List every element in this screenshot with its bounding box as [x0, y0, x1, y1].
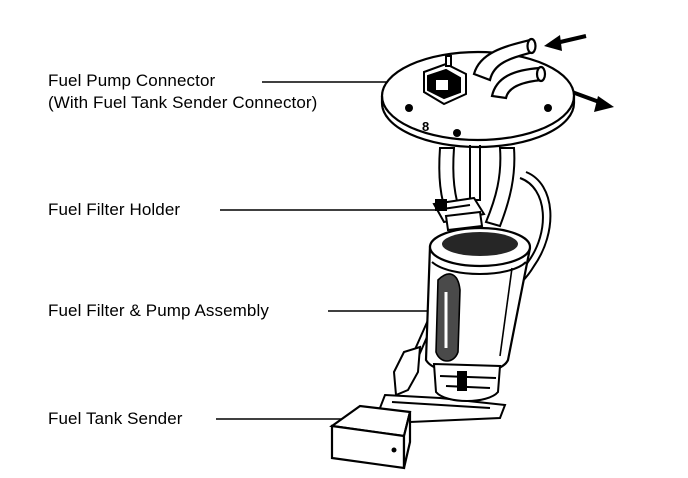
pump-connector — [423, 55, 467, 106]
filter-pump-body — [424, 226, 532, 375]
label-fuel-pump-connector-note: (With Fuel Tank Sender Connector) — [48, 93, 318, 112]
outlet-arrow — [571, 90, 614, 112]
fuel-tubes-top — [472, 37, 547, 100]
label-fuel-tank-sender: Fuel Tank Sender — [48, 409, 183, 428]
flange-bolt-hole — [453, 129, 461, 137]
label-fuel-pump-connector: Fuel Pump Connector — [48, 71, 216, 90]
tank-sender-box — [329, 404, 412, 470]
pump-bottom — [432, 362, 502, 402]
flange-bolt-hole — [544, 104, 552, 112]
label-fuel-filter-pump-assembly: Fuel Filter & Pump Assembly — [48, 301, 269, 320]
filter-holder-clip — [432, 196, 486, 232]
inlet-arrow — [544, 34, 587, 51]
flange-bolt-hole — [405, 104, 413, 112]
flange-marking: 8 — [422, 119, 429, 134]
label-fuel-filter-holder: Fuel Filter Holder — [48, 200, 181, 219]
